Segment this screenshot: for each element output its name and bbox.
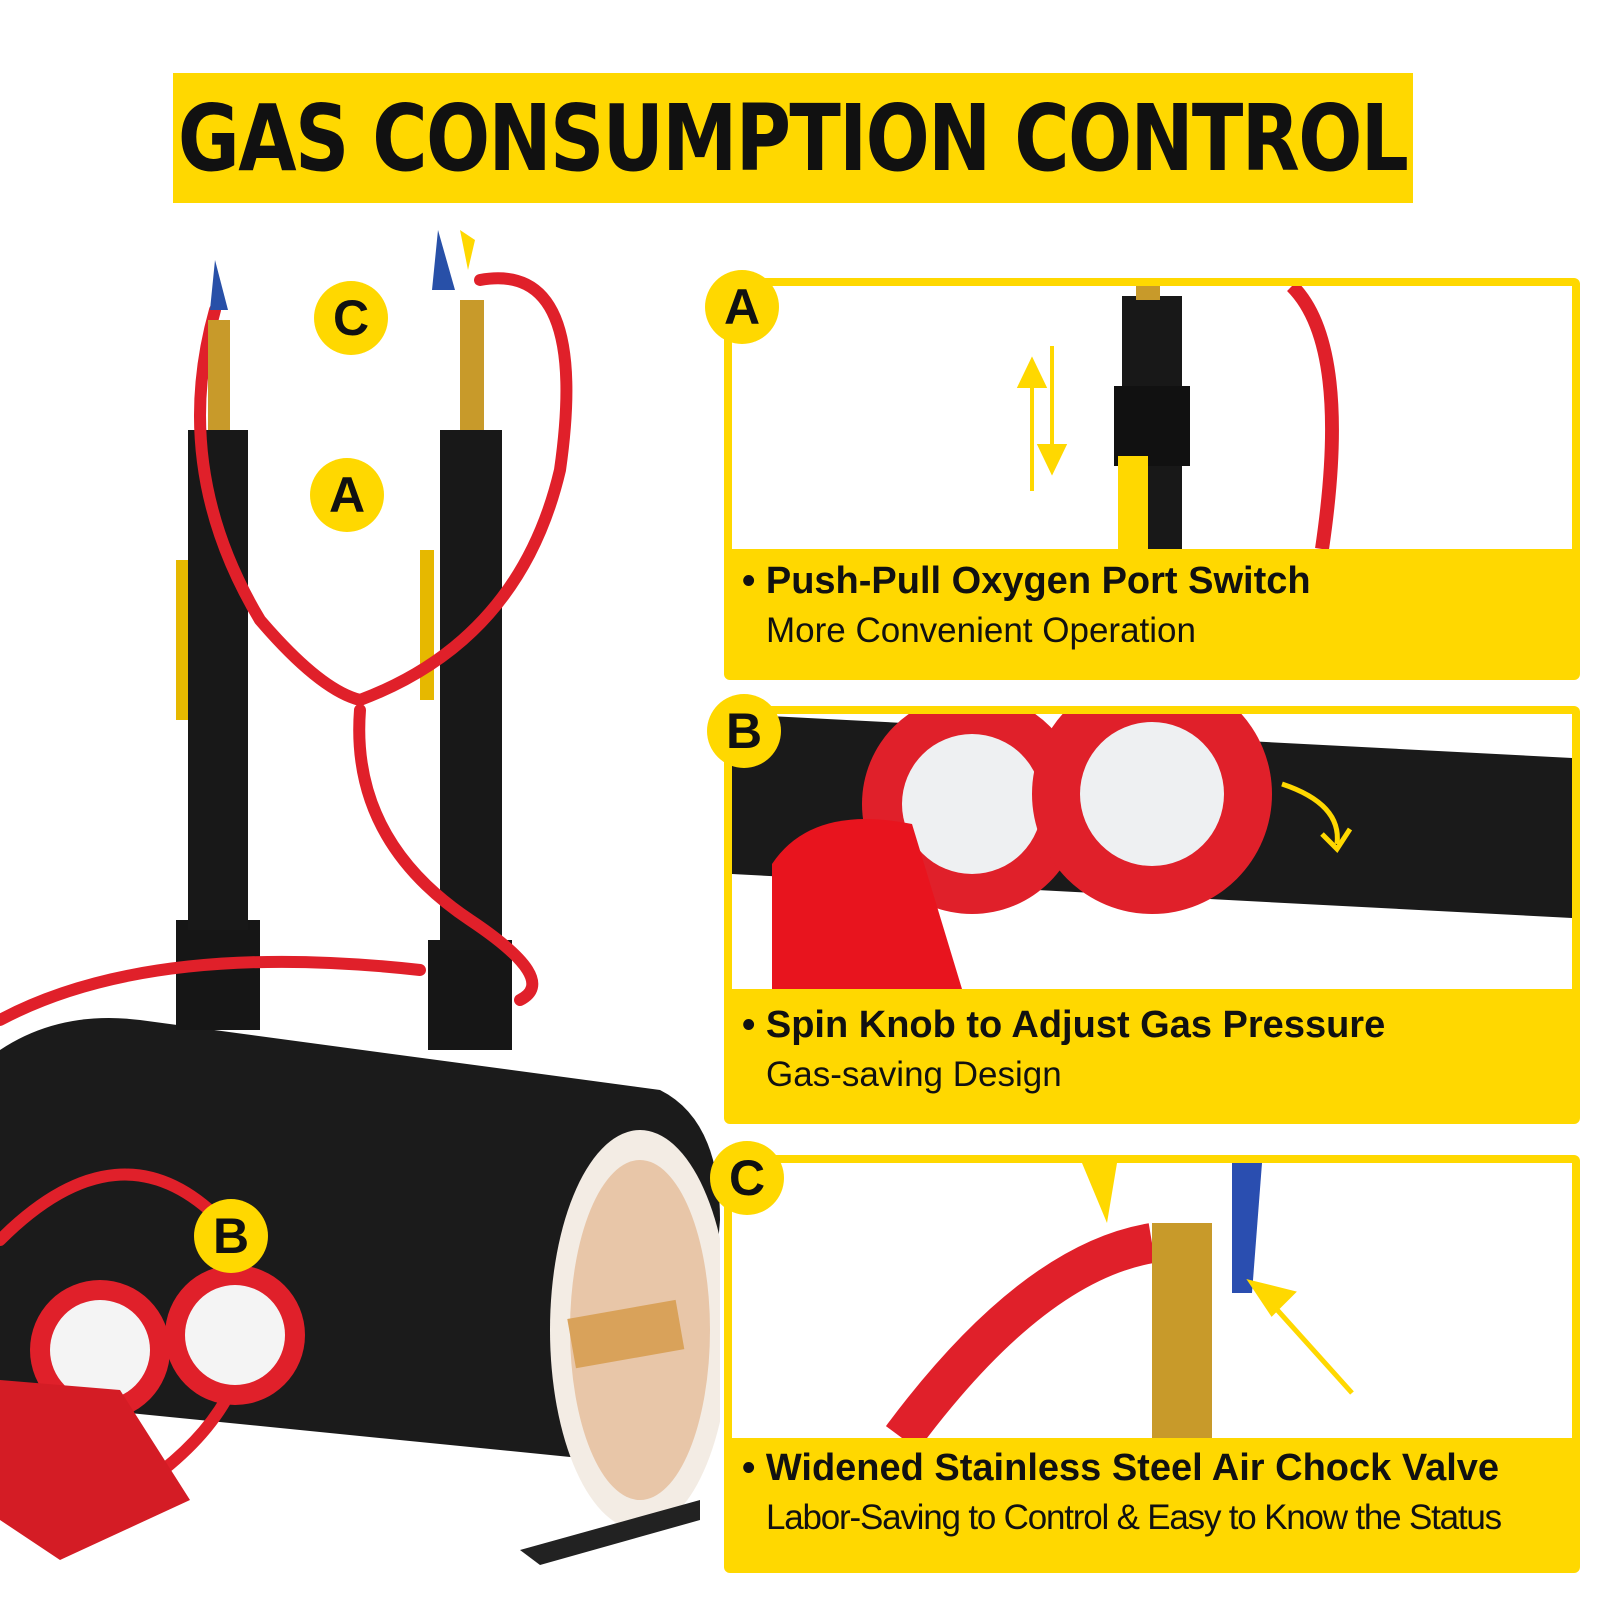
panel-b-title: • Spin Knob to Adjust Gas Pressure bbox=[742, 1004, 1386, 1046]
feature-panel-a: • Push-Pull Oxygen Port Switch More Conv… bbox=[724, 278, 1580, 680]
panel-a-subtitle: More Convenient Operation bbox=[766, 611, 1196, 650]
badge-c: C bbox=[710, 1141, 784, 1215]
oxygen-port-closeup bbox=[732, 286, 1572, 549]
regulator-closeup bbox=[732, 714, 1572, 989]
forge-illustration bbox=[0, 230, 720, 1565]
feature-panel-b: • Spin Knob to Adjust Gas Pressure Gas-s… bbox=[724, 706, 1580, 1124]
badge-b: B bbox=[707, 694, 781, 768]
panel-c-subtitle: Labor-Saving to Control & Easy to Know t… bbox=[766, 1498, 1502, 1537]
label-b: B bbox=[194, 1199, 268, 1273]
pointer-arrow-icon bbox=[1246, 1279, 1354, 1395]
title-banner: GAS CONSUMPTION CONTROL bbox=[173, 73, 1413, 203]
panel-c-title: • Widened Stainless Steel Air Chock Valv… bbox=[742, 1447, 1500, 1489]
regulator bbox=[0, 1265, 305, 1560]
valve-closeup bbox=[732, 1163, 1572, 1438]
valves bbox=[208, 230, 484, 430]
feature-panel-c: • Widened Stainless Steel Air Chock Valv… bbox=[724, 1155, 1580, 1573]
badge-a: A bbox=[705, 270, 779, 344]
label-c: C bbox=[314, 281, 388, 355]
page-title: GAS CONSUMPTION CONTROL bbox=[178, 84, 1409, 192]
panel-b-subtitle: Gas-saving Design bbox=[766, 1055, 1062, 1094]
label-a: A bbox=[310, 458, 384, 532]
push-pull-arrows-icon bbox=[1016, 346, 1068, 491]
panel-a-title: • Push-Pull Oxygen Port Switch bbox=[742, 560, 1311, 602]
rotate-arrow-icon bbox=[1281, 781, 1353, 853]
